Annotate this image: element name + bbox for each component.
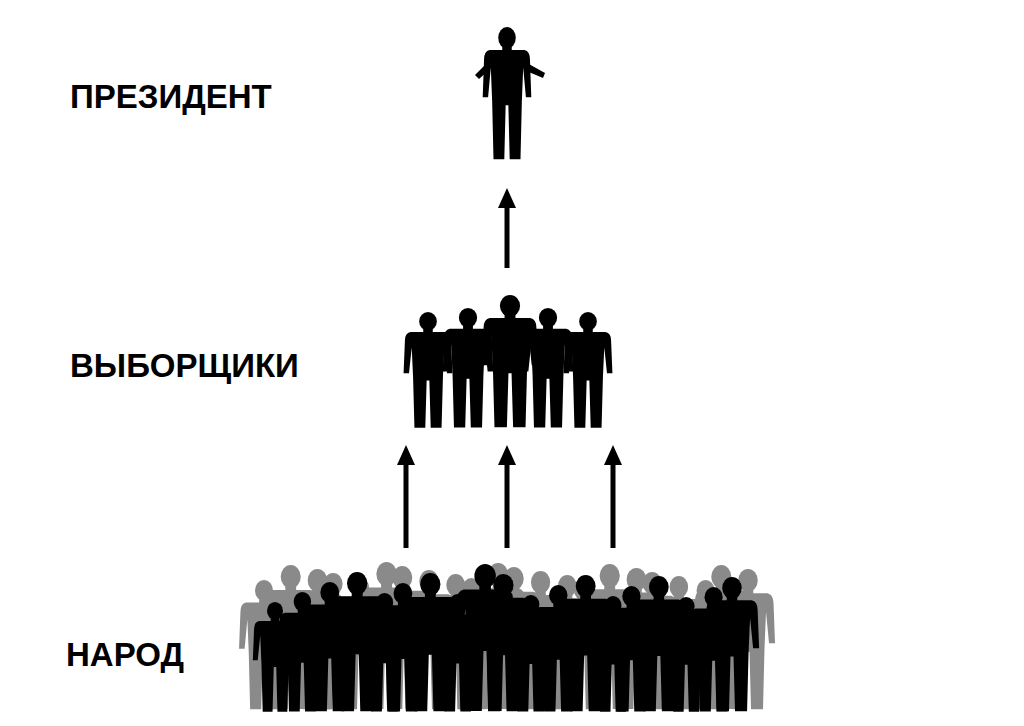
- gesture-arm: [524, 63, 545, 78]
- upward-arrow: [505, 208, 510, 268]
- silhouette-illustration: [255, 550, 760, 716]
- upward-arrow: [505, 465, 510, 548]
- president-figure: ПРЕЗИДЕНТ: [462, 25, 552, 185]
- person-silhouette: [483, 27, 532, 159]
- people-crowd: НАРОД: [255, 550, 760, 716]
- upward-arrow: [611, 465, 616, 548]
- silhouette-illustration: [398, 270, 618, 442]
- silhouette-illustration: [462, 25, 552, 185]
- upward-arrow: [404, 465, 409, 548]
- level-heading: НАРОД: [66, 637, 184, 673]
- level-heading: ПРЕЗИДЕНТ: [70, 79, 272, 115]
- gesture-arm: [475, 63, 490, 79]
- level-heading: ВЫБОРЩИКИ: [70, 348, 299, 384]
- electors-group: ВЫБОРЩИКИ: [398, 270, 618, 442]
- person-silhouette: [705, 577, 759, 711]
- person-silhouette: [482, 295, 538, 427]
